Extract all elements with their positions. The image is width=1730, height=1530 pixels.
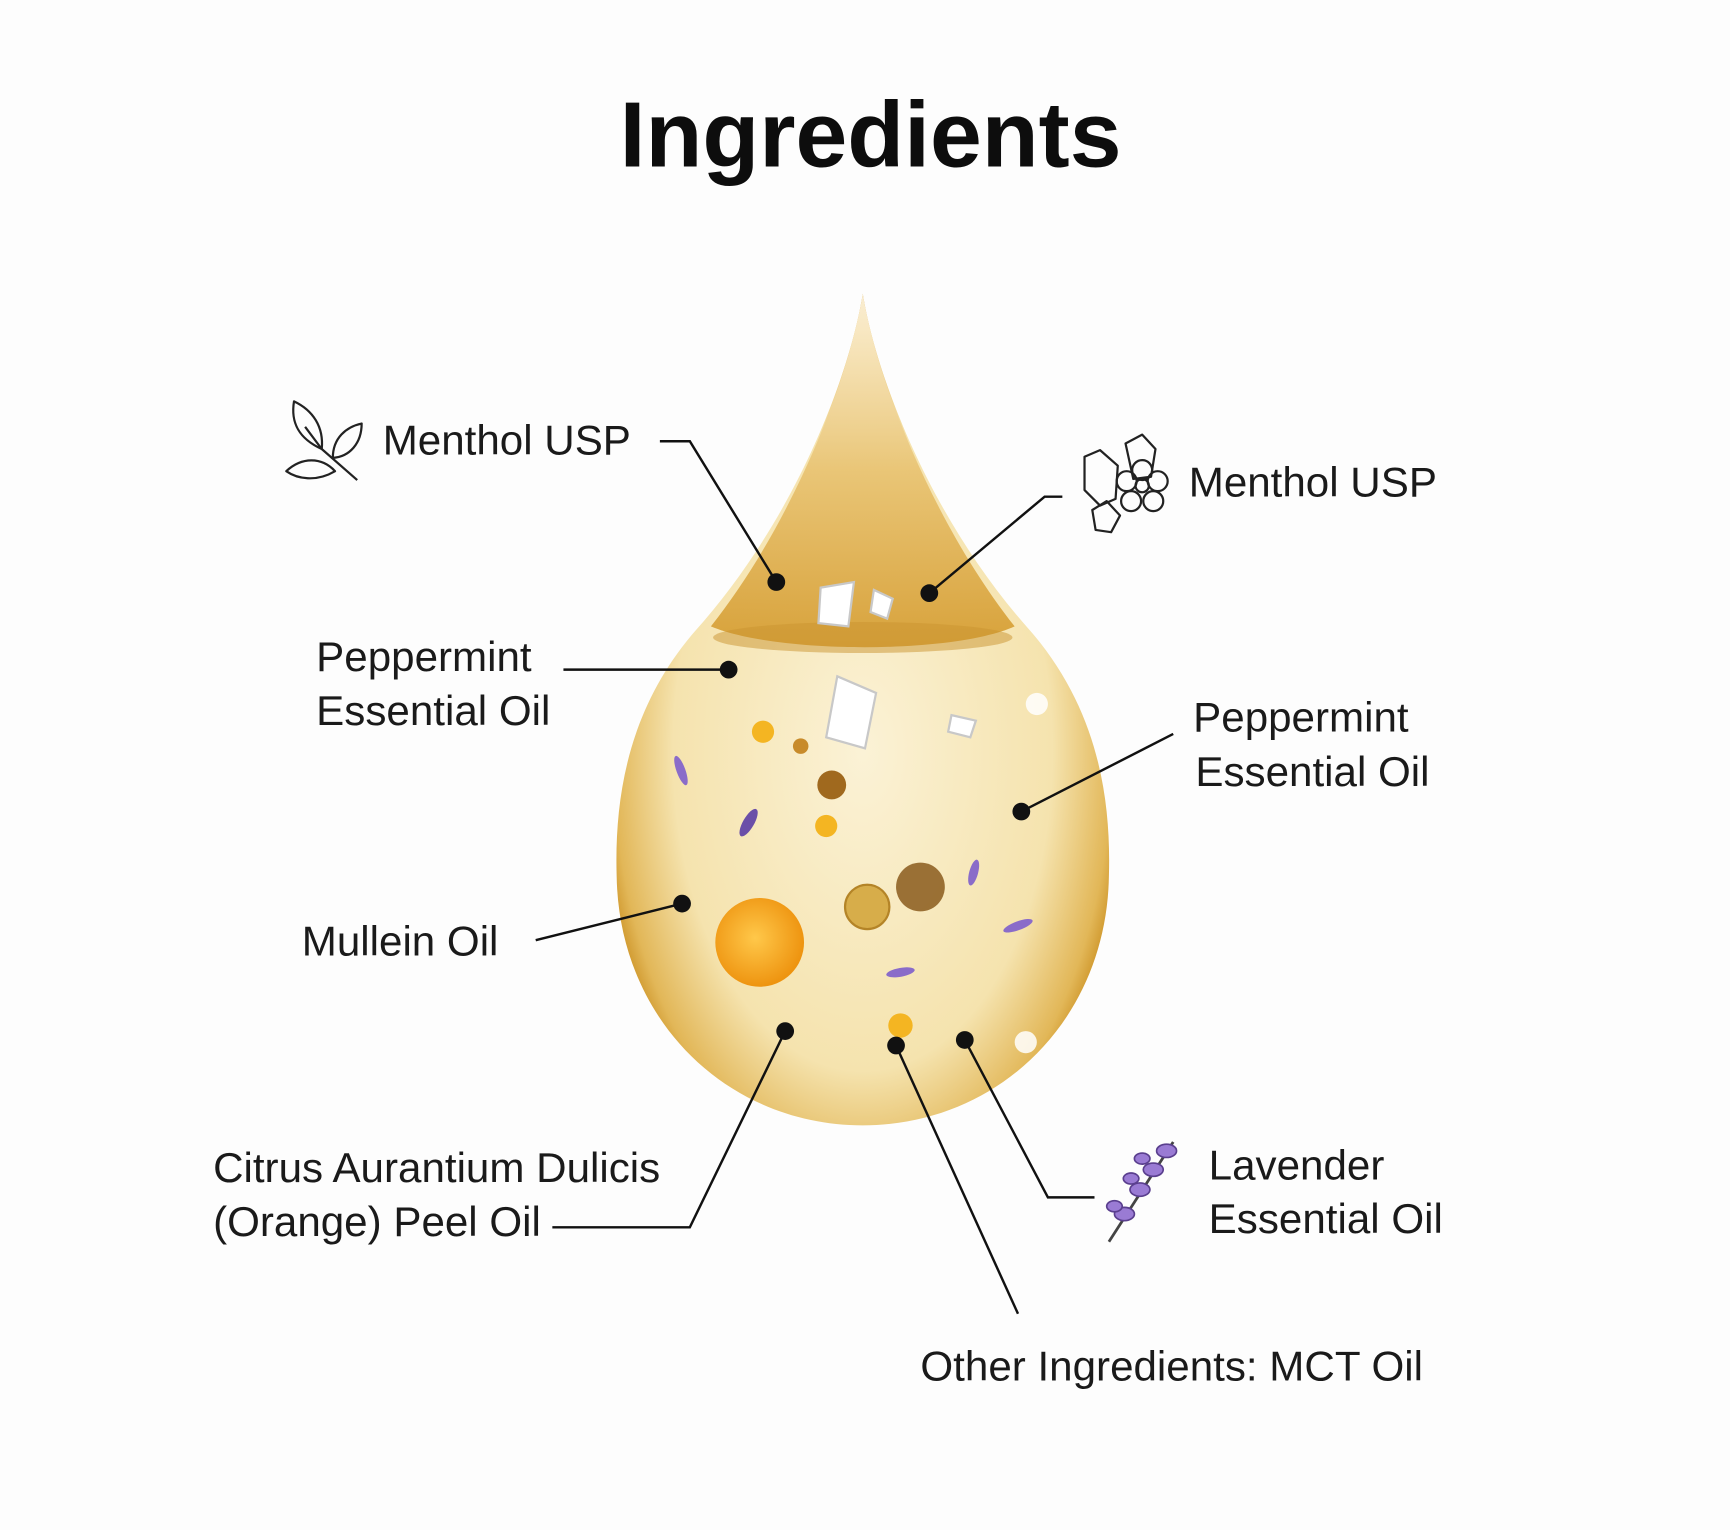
label-lavender-line2: Essential Oil <box>1209 1195 1443 1242</box>
lavender-icon <box>1105 1141 1178 1243</box>
label-menthol-left: Menthol USP <box>383 417 631 464</box>
leader-lines <box>535 440 1174 1315</box>
label-citrus-line1: Citrus Aurantium Dulicis <box>213 1144 660 1191</box>
label-peppermint-right-line1: Peppermint <box>1193 694 1409 741</box>
label-peppermint-left-line2: Essential Oil <box>316 687 550 734</box>
label-peppermint-right-line2: Essential Oil <box>1195 748 1429 795</box>
label-menthol-right: Menthol USP <box>1189 459 1437 506</box>
label-citrus-line2: (Orange) Peel Oil <box>213 1198 541 1245</box>
oil-drop-illustration <box>616 293 1110 1126</box>
label-lavender-line1: Lavender <box>1209 1142 1385 1189</box>
label-peppermint-left-line1: Peppermint <box>316 633 532 680</box>
label-mullein: Mullein Oil <box>302 918 499 965</box>
crystal-flower-icon <box>1083 433 1169 534</box>
page-title: Ingredients <box>620 82 1122 186</box>
label-other-ingredients: Other Ingredients: MCT Oil <box>920 1342 1423 1389</box>
leaf-icon <box>285 400 363 481</box>
